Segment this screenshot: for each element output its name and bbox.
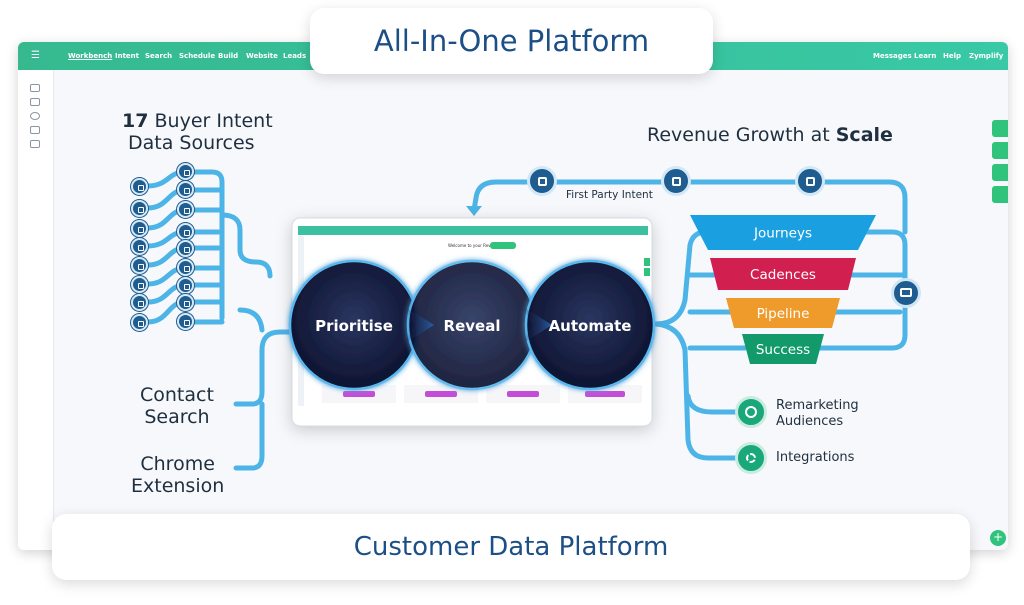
remarketing-line1: Remarketing <box>776 398 859 413</box>
plus-icon[interactable]: + <box>990 530 1006 546</box>
circle-automate <box>524 259 656 391</box>
first-party-intent-label: First Party Intent <box>566 189 653 201</box>
buyer-intent-heading: 17 Buyer Intent Data Sources <box>122 110 273 154</box>
chat-icon <box>177 163 194 180</box>
target-icon <box>177 294 194 311</box>
funnel-stage-pipeline <box>726 298 840 328</box>
pin-icon <box>177 240 194 257</box>
integrations-label: Integrations <box>776 450 855 465</box>
process-circles: Prioritise Reveal Automate <box>288 259 656 391</box>
hamburger-icon[interactable]: ☰ <box>31 50 40 61</box>
inner-welcome-text: Welcome to your Revenue Hub <box>448 243 510 248</box>
audience-icon <box>735 396 767 428</box>
chrome-extension-line2: Extension <box>131 475 225 497</box>
chat-bubbles-icon <box>891 278 921 308</box>
share-icon <box>131 257 148 274</box>
funnel-label-journeys: Journeys <box>753 226 812 242</box>
circle-label-prioritise: Prioritise <box>315 317 393 335</box>
gear-icon[interactable] <box>30 112 40 120</box>
circle-icon <box>177 181 194 198</box>
nav-intent[interactable]: Intent <box>115 52 140 60</box>
network-icon <box>131 314 148 331</box>
nav-messages[interactable]: Messages <box>873 52 912 60</box>
funnel-label-cadences: Cadences <box>750 267 816 283</box>
browser-icon <box>131 238 148 255</box>
nav-leads[interactable]: Leads <box>283 52 307 60</box>
buyer-intent-line2: Data Sources <box>128 132 255 154</box>
nav-website[interactable]: Website <box>246 52 278 60</box>
funnel-label-pipeline: Pipeline <box>757 306 810 322</box>
nav-zymplify[interactable]: Zymplify <box>969 52 1004 60</box>
g-icon <box>131 220 148 237</box>
funnel-stage-success <box>742 334 824 364</box>
grid-icon <box>131 200 148 217</box>
header-pill: All-In-One Platform <box>310 8 713 74</box>
web-icon <box>177 277 194 294</box>
chrome-extension-label: Chrome Extension <box>131 453 224 497</box>
nav-search[interactable]: Search <box>145 52 173 60</box>
remarketing-line2: Audiences <box>776 414 844 429</box>
road-icon <box>177 259 194 276</box>
network-icon <box>795 166 825 196</box>
funnel <box>690 215 876 364</box>
users-icon[interactable] <box>30 84 40 92</box>
contact-search-label: Contact Search <box>140 384 214 428</box>
export-icon[interactable] <box>30 140 40 148</box>
footer-pill: Customer Data Platform <box>52 514 970 580</box>
road-icon <box>661 166 691 196</box>
nav-help[interactable]: Help <box>943 52 962 60</box>
chevron-arrow-icon <box>404 306 434 344</box>
snowflake-icon <box>131 178 148 195</box>
doc-icon <box>177 201 194 218</box>
revenue-growth-heading: Revenue Growth at Scale <box>647 124 893 146</box>
chevron-arrow-icon <box>522 306 552 344</box>
calendar-icon <box>131 294 148 311</box>
snowflake-icon <box>527 166 557 196</box>
gears-icon <box>735 442 767 474</box>
nav-schedule[interactable]: Schedule <box>179 52 216 60</box>
remarketing-label: Remarketing Audiences <box>776 398 859 430</box>
monitor-icon <box>177 313 194 330</box>
nav-learn[interactable]: Learn <box>914 52 937 60</box>
circle-label-reveal: Reveal <box>444 317 501 335</box>
chrome-extension-line1: Chrome <box>140 453 215 475</box>
funnel-stage-cadences <box>710 258 856 290</box>
chart-icon[interactable] <box>30 98 40 106</box>
right-tab-filter-icon[interactable] <box>992 186 1008 203</box>
revenue-growth-prefix: Revenue Growth at <box>647 124 830 146</box>
screen-icon <box>177 223 194 240</box>
buyer-intent-line1: Buyer Intent <box>154 110 273 132</box>
flow-arrow-icon <box>466 206 482 216</box>
nav-build[interactable]: Build <box>218 52 239 60</box>
right-tab-stack-icon[interactable] <box>992 142 1008 159</box>
circle-label-automate: Automate <box>549 317 632 335</box>
app-sidebar <box>18 70 54 550</box>
contact-search-line2: Search <box>144 406 210 428</box>
funnel-stage-journeys <box>690 215 876 250</box>
nav-workbench[interactable]: Workbench <box>68 52 113 60</box>
team-icon[interactable] <box>30 126 40 134</box>
funnel-label-success: Success <box>756 342 810 358</box>
cloud-icon <box>131 276 148 293</box>
revenue-growth-bold: Scale <box>835 124 893 146</box>
contact-search-line1: Contact <box>140 384 214 406</box>
right-tab-list-icon[interactable] <box>992 164 1008 181</box>
buyer-intent-count: 17 <box>122 110 149 132</box>
right-tab-chat-icon[interactable] <box>992 120 1008 137</box>
